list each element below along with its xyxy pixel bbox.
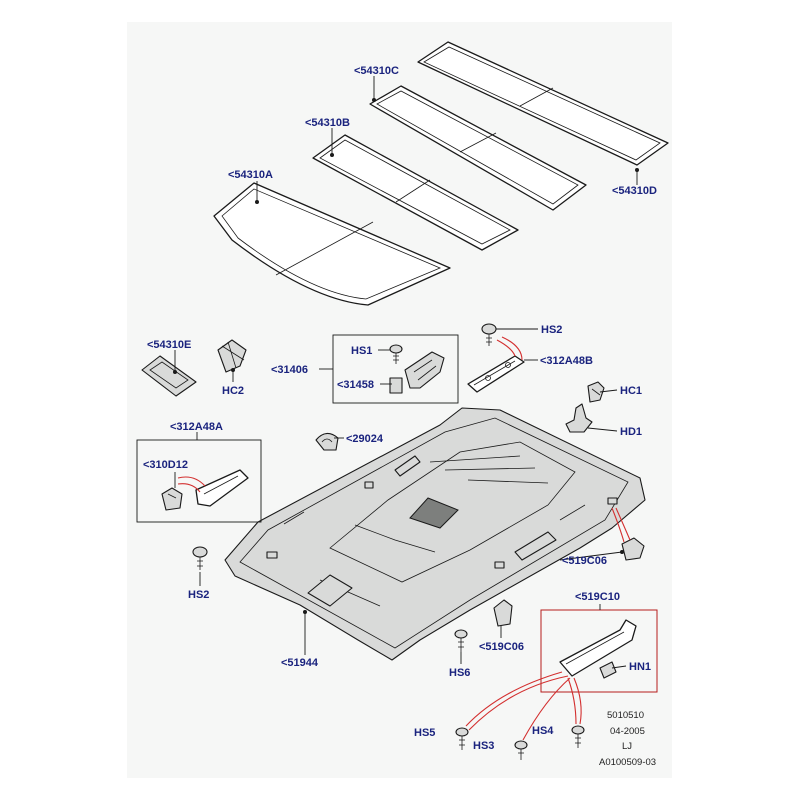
screw-hs3 [514,740,528,760]
label-51944: <51944 [281,657,319,669]
screw-hs4 [571,725,585,748]
label-310d12: <310D12 [143,459,188,471]
label-hs2-top: HS2 [541,324,562,336]
clip-hc2 [217,339,247,373]
label-hs4: HS4 [532,725,554,737]
label-54310c: <54310C [354,65,399,77]
clip-29024 [315,432,339,451]
label-hs2-left: HS2 [188,589,209,601]
label-519c10: <519C10 [575,591,620,603]
group-box-519c10 [540,609,658,693]
panel-54310c [369,85,587,211]
label-29024: <29024 [346,433,384,445]
label-54310e: <54310E [147,339,191,351]
label-31406: <31406 [271,364,308,376]
label-hc2: HC2 [222,385,244,397]
label-54310d: <54310D [612,185,657,197]
panel-54310a [213,182,451,306]
clip-hd1 [565,403,593,433]
drawing-code: 5010510 [607,710,644,721]
clip-hc1 [587,381,605,403]
label-hs1: HS1 [351,345,372,357]
label-54310b: <54310B [305,117,350,129]
drawing-initials: LJ [622,741,632,752]
group-box-312a48a [136,439,262,523]
clip-310d12 [161,487,183,511]
grab-handle-312a48a [195,469,249,507]
grab-handle-312a48b [467,355,525,393]
drawing-reference: A0100509-03 [599,757,656,768]
assembly-guide-lines [177,336,631,741]
bracket-54310e [141,355,197,397]
label-31458: <31458 [337,379,374,391]
label-312a48a: <312A48A [170,421,223,433]
label-312a48b: <312A48B [540,355,593,367]
label-hn1: HN1 [629,661,651,673]
trim-519c10 [559,619,637,679]
label-hs6: HS6 [449,667,470,679]
screw-hs1 [389,344,403,364]
panel-54310d [417,41,669,166]
label-54310a: <54310A [228,169,273,181]
handle-31458 [389,351,445,394]
label-hs5: HS5 [414,727,435,739]
label-519c06-right: <519C06 [562,555,607,567]
label-519c06-mid: <519C06 [479,641,524,653]
label-hs3: HS3 [473,740,494,752]
panel-54310b [312,134,519,251]
cover-519c06-mid [493,599,513,627]
label-hc1: HC1 [620,385,642,397]
screw-hs5 [455,727,469,750]
screw-hs6 [454,629,468,652]
leader-dots [173,98,639,614]
screw-hs2-top [481,323,497,346]
drawing-date: 04-2005 [610,726,645,737]
leader-lines [174,76,638,669]
screw-hs2-left [192,546,208,570]
label-hd1: HD1 [620,426,642,438]
cover-519c06-right [621,537,645,561]
headlining-51944 [224,407,646,661]
